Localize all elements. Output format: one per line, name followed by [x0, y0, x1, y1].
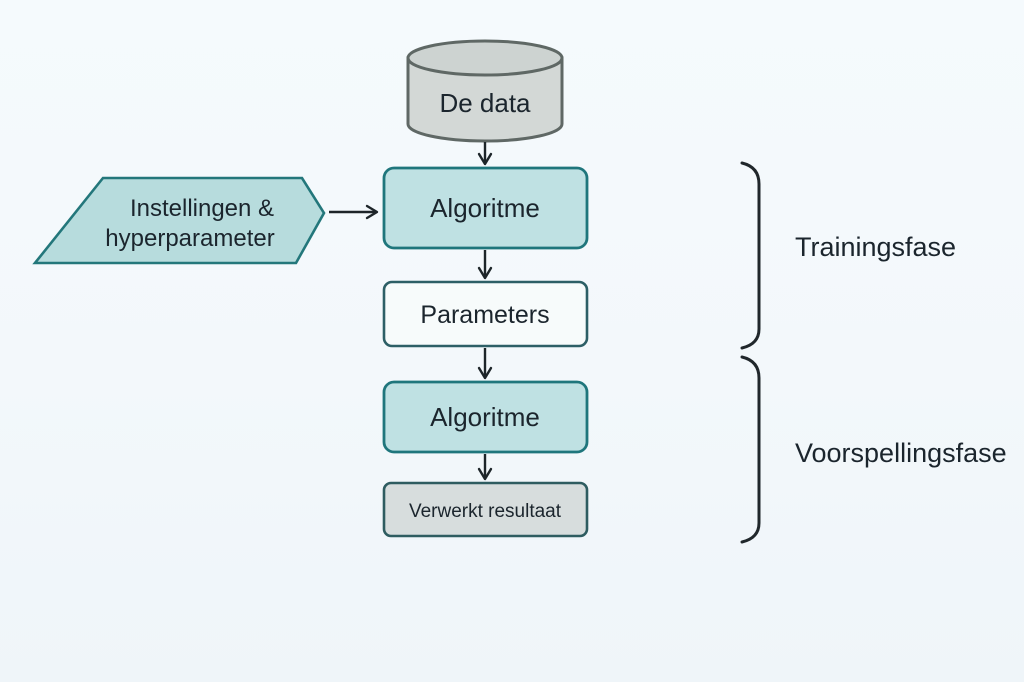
result-box	[382, 481, 589, 538]
parameters-box	[382, 280, 589, 348]
training-phase-label: Trainingsfase	[795, 232, 956, 262]
prediction-phase-label: Voorspellingsfase	[795, 438, 1007, 468]
result-node: Verwerkt resultaat	[382, 481, 589, 538]
algorithm-training-box	[382, 166, 589, 250]
algorithm-training-label: Algoritme	[430, 193, 540, 223]
prediction-phase-bracket	[740, 355, 761, 544]
data-store-label: De data	[439, 88, 531, 118]
training-phase-bracket	[740, 161, 761, 350]
parameters-node: Parameters	[382, 280, 589, 348]
algorithm-training-node: Algoritme	[382, 166, 589, 250]
settings-label-line2: hyperparameter	[105, 225, 274, 252]
data-store-node: De data	[406, 39, 564, 143]
settings-shape	[32, 176, 326, 265]
settings-label-line1: Instellingen &	[130, 195, 274, 222]
algorithm-prediction-node: Algoritme	[382, 380, 589, 454]
cylinder-top	[406, 39, 564, 77]
algorithm-prediction-label: Algoritme	[430, 402, 540, 432]
result-label: Verwerkt resultaat	[409, 501, 562, 522]
parameters-label: Parameters	[420, 301, 549, 329]
algorithm-prediction-box	[382, 380, 589, 454]
cylinder-body	[406, 56, 564, 143]
settings-node: Instellingen & hyperparameter	[32, 176, 326, 265]
